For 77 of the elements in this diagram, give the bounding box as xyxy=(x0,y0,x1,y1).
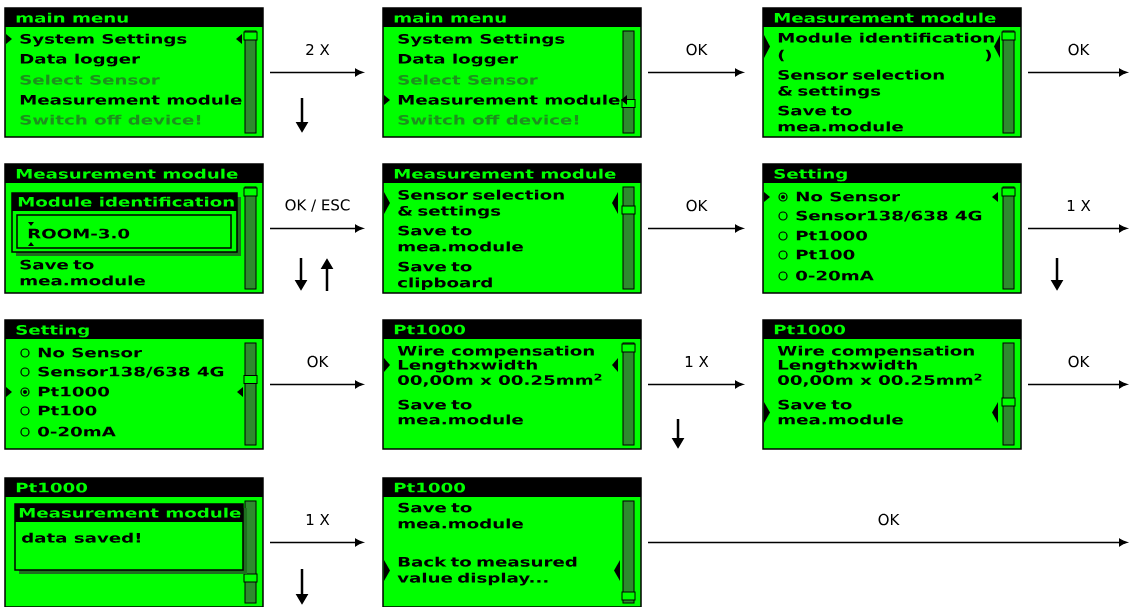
edge-label: OK xyxy=(305,354,330,369)
menu-item: Save to mea.module xyxy=(398,225,523,252)
edge-label: OK xyxy=(876,512,901,527)
menu-item: Measurement module xyxy=(20,94,242,105)
arrow xyxy=(269,68,364,77)
edge-label: OK xyxy=(1066,354,1091,369)
arrow xyxy=(269,380,364,389)
title-bar: Pt1000 xyxy=(5,478,263,497)
arrow xyxy=(269,538,364,547)
arrow xyxy=(1027,380,1128,389)
arrow xyxy=(1027,68,1128,77)
menu-item: No Sensor xyxy=(38,347,142,358)
menu-item: Sensor selection & settings xyxy=(398,189,564,219)
menu-item: Pt1000 xyxy=(38,386,110,397)
menu-item: Pt1000 xyxy=(796,230,868,241)
menu-item: 0-20mA xyxy=(796,270,874,281)
menu-item: Sensor138/638 4G xyxy=(796,210,982,222)
menu-item: Wire compensation xyxy=(777,345,974,359)
dialog-title: Measurement module xyxy=(15,504,243,522)
lcd-screen xyxy=(4,319,264,450)
menu-item: No Sensor xyxy=(796,191,900,202)
menu-item: Save to mea.module xyxy=(20,259,145,286)
menu-item: Measurement module xyxy=(398,94,620,105)
lcd-screen xyxy=(382,163,642,294)
menu-item: Sensor selection & settings xyxy=(778,69,944,99)
edge-label: OK xyxy=(684,42,709,57)
lcd-screen xyxy=(762,319,1022,450)
disabled-menu-item: Switch off device! xyxy=(20,114,201,125)
popup-dialog xyxy=(14,503,247,574)
menu-item: Save to mea.module xyxy=(398,399,523,425)
edge-label: 2 X xyxy=(304,42,331,57)
menu-item: Sensor138/638 4G xyxy=(38,366,224,378)
edge-label: 1 X xyxy=(683,355,710,368)
edge-label: OK xyxy=(1066,42,1091,57)
menu-item: Module identification xyxy=(778,32,994,43)
arrow xyxy=(647,538,1128,547)
menu-item: Lengthxwidth xyxy=(398,359,537,373)
menu-item: ) xyxy=(985,49,991,62)
disabled-menu-item: Select Sensor xyxy=(398,74,538,85)
menu-item: Lengthxwidth xyxy=(778,359,917,373)
disabled-menu-item: Select Sensor xyxy=(20,74,160,85)
menu-item: Pt100 xyxy=(796,249,855,260)
edge-label: 1 X xyxy=(1065,199,1092,212)
edge-label: OK xyxy=(684,198,709,213)
menu-item: Save to clipboard xyxy=(398,261,492,291)
menu-item: ( xyxy=(778,49,785,62)
menu-item: 00,00m x 00.25mm$^{2}$ xyxy=(778,373,982,387)
arrow xyxy=(269,224,364,233)
menu-item: Back to measured value display... xyxy=(397,556,577,586)
menu-item: System Settings xyxy=(20,33,187,47)
edge-label: 1 X xyxy=(304,513,331,526)
menu-item: System Settings xyxy=(398,33,565,47)
menu-item: Save to mea.module xyxy=(778,105,903,132)
menu-item: Data logger xyxy=(398,53,518,67)
menu-item: Save to mea.module xyxy=(398,502,523,529)
menu-item: Save to mea.module xyxy=(778,399,903,425)
menu-item: Pt100 xyxy=(38,405,97,416)
menu-item: 0-20mA xyxy=(38,426,116,437)
arrow xyxy=(647,68,744,77)
lcd-screen xyxy=(382,319,642,450)
arrow xyxy=(647,380,744,389)
popup-dialog xyxy=(11,192,241,256)
lcd-screen xyxy=(382,7,642,138)
edge-label: OK / ESC xyxy=(283,198,352,213)
arrow xyxy=(647,224,744,233)
menu-item: Data logger xyxy=(20,53,140,67)
input-field: ROOM-3.0 xyxy=(16,214,232,249)
lcd-screen xyxy=(382,477,642,607)
disabled-menu-item: Switch off device! xyxy=(398,114,579,125)
lcd-screen xyxy=(762,163,1022,294)
title-bar: Pt1000 xyxy=(383,478,641,497)
menu-item: data saved! xyxy=(22,532,140,543)
lcd-screen xyxy=(4,7,264,138)
lcd-screen xyxy=(762,7,1022,138)
menu-item: 00,00m x 00.25mm$^{2}$ xyxy=(398,373,602,387)
menu-item: Wire compensation xyxy=(397,345,594,359)
arrow xyxy=(1027,224,1128,233)
